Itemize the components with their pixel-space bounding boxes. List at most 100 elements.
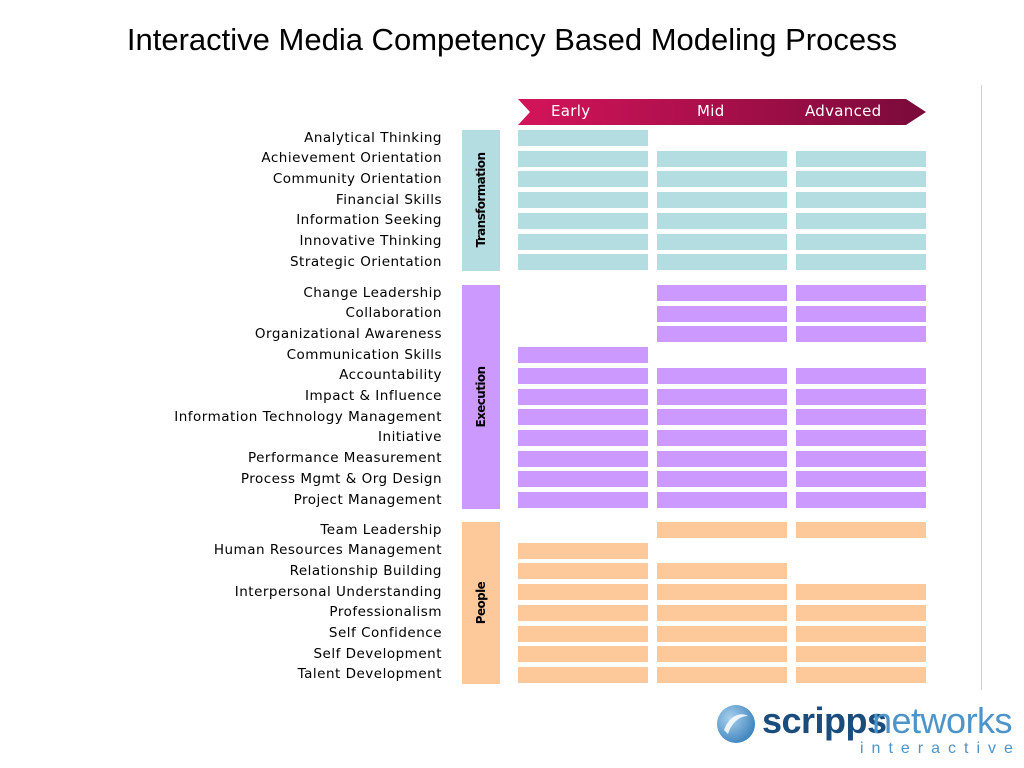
level-bar-advanced <box>796 212 926 229</box>
level-bar-advanced <box>796 604 926 621</box>
competency-label: Collaboration <box>345 305 442 322</box>
competency-label: Initiative <box>378 429 442 446</box>
level-bar-early <box>518 367 648 384</box>
level-bar-mid <box>657 471 787 488</box>
level-label-advanced: Advanced <box>805 102 882 120</box>
level-bar-early <box>518 563 648 580</box>
competency-label: Achievement Orientation <box>261 150 442 167</box>
competency-label: Strategic Orientation <box>289 253 442 270</box>
level-bar-early <box>518 471 648 488</box>
group-band-transformation: Transformation <box>462 130 500 271</box>
logo-brand-light: networks <box>872 700 1013 741</box>
group-label: People <box>474 581 488 625</box>
level-bar-advanced <box>796 388 926 405</box>
competency-label: Change Leadership <box>303 284 442 301</box>
level-bar-mid <box>657 212 787 229</box>
level-bar-early <box>518 429 648 446</box>
level-bar-advanced <box>796 584 926 601</box>
level-bar-early <box>518 584 648 601</box>
page-title: Interactive Media Competency Based Model… <box>126 22 898 57</box>
competency-label: Impact & Influence <box>305 388 442 404</box>
level-bar-early <box>518 192 648 209</box>
level-bar-early <box>518 233 648 250</box>
level-bar-mid <box>657 254 787 271</box>
level-bar-mid <box>657 666 787 683</box>
level-bar-advanced <box>796 150 926 167</box>
level-bar-mid <box>657 305 787 322</box>
logo-brand-bold: scripps <box>762 700 887 741</box>
level-bar-mid <box>657 150 787 167</box>
level-bar-mid <box>657 192 787 209</box>
level-bar-advanced <box>796 450 926 467</box>
level-bar-advanced <box>796 666 926 683</box>
competency-label: Self Development <box>313 645 442 662</box>
competency-label: Human Resources Management <box>213 542 442 559</box>
level-bar-early <box>518 542 648 559</box>
competency-label: Project Management <box>293 491 442 508</box>
competency-label: Interpersonal Understanding <box>234 583 442 600</box>
level-bar-early <box>518 254 648 271</box>
level-bar-early <box>518 625 648 642</box>
level-bar-mid <box>657 563 787 580</box>
level-bar-advanced <box>796 171 926 188</box>
competency-label: Accountability <box>339 367 442 384</box>
competency-label: Talent Development <box>297 666 442 683</box>
level-bar-mid <box>657 584 787 601</box>
level-bar-early <box>518 450 648 467</box>
group-band-execution: Execution <box>462 285 500 509</box>
level-bar-advanced <box>796 305 926 322</box>
level-bar-early <box>518 409 648 426</box>
group-label: Execution <box>474 366 488 428</box>
level-bar-mid <box>657 326 787 343</box>
level-bar-mid <box>657 604 787 621</box>
level-bar-mid <box>657 646 787 663</box>
competency-label: Process Mgmt & Org Design <box>240 470 442 487</box>
level-bar-early <box>518 666 648 683</box>
level-bar-early <box>518 492 648 508</box>
group-label: Transformation <box>474 153 488 248</box>
competency-label: Organizational Awareness <box>254 325 442 342</box>
level-bar-advanced <box>796 646 926 663</box>
level-bar-early <box>518 347 648 364</box>
level-bar-early <box>518 150 648 167</box>
level-bar-mid <box>657 388 787 405</box>
competency-label: Community Orientation <box>272 170 442 187</box>
level-bar-mid <box>657 429 787 446</box>
level-bar-advanced <box>796 192 926 209</box>
level-bar-early <box>518 604 648 621</box>
level-bar-advanced <box>796 254 926 271</box>
level-bar-advanced <box>796 409 926 426</box>
competency-label: Analytical Thinking <box>304 129 442 146</box>
level-label-mid: Mid <box>697 102 725 120</box>
group-band-people: People <box>462 522 500 684</box>
level-bar-mid <box>657 492 787 508</box>
level-bar-mid <box>657 625 787 642</box>
competency-label: Self Confidence <box>328 625 442 641</box>
level-bar-advanced <box>796 367 926 384</box>
logo-globe-icon <box>717 705 755 743</box>
level-bar-early <box>518 646 648 663</box>
level-bar-mid <box>657 171 787 188</box>
level-arrow <box>518 99 926 125</box>
competency-label: Information Technology Management <box>174 408 442 425</box>
level-bar-early <box>518 130 648 146</box>
competency-label: Performance Measurement <box>247 450 442 467</box>
level-bar-advanced <box>796 471 926 488</box>
competency-label: Relationship Building <box>289 562 442 579</box>
level-bar-mid <box>657 522 787 538</box>
level-bar-mid <box>657 367 787 384</box>
level-bar-early <box>518 171 648 188</box>
level-bar-mid <box>657 285 787 301</box>
competency-label: Communication Skills <box>286 346 442 363</box>
level-bar-early <box>518 212 648 229</box>
competency-label: Information Seeking <box>296 212 442 229</box>
competency-label: Team Leadership <box>320 521 442 538</box>
level-bar-advanced <box>796 522 926 538</box>
divider-line <box>981 85 982 690</box>
level-bar-advanced <box>796 326 926 343</box>
level-label-early: Early <box>551 102 591 120</box>
level-bar-mid <box>657 409 787 426</box>
level-bar-advanced <box>796 492 926 508</box>
logo-tagline: interactive <box>860 740 1021 757</box>
level-bar-advanced <box>796 285 926 301</box>
